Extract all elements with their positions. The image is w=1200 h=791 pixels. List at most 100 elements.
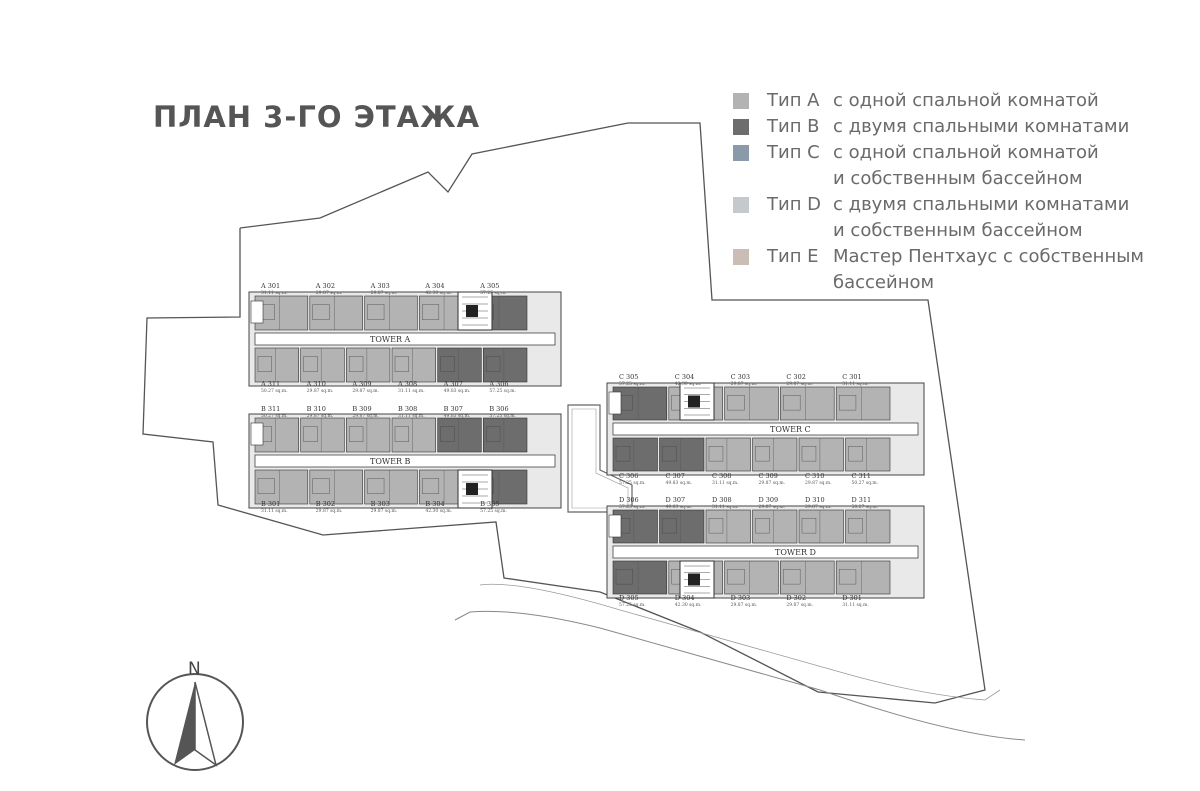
unit-area: 29.87 sq.m. <box>805 504 832 510</box>
unit-area: 42.30 sq.m. <box>425 508 452 514</box>
room <box>801 518 817 534</box>
room <box>848 518 863 534</box>
unit-block <box>612 560 668 595</box>
unit-area: 50.27 sq.m. <box>852 480 879 486</box>
unit-label: B 306 <box>489 405 508 413</box>
unit-block <box>845 509 891 544</box>
unit-label: B 304 <box>425 500 444 508</box>
room <box>839 569 857 585</box>
unit-label: C 307 <box>666 472 685 480</box>
unit-label: C 303 <box>731 373 750 381</box>
room <box>349 426 364 443</box>
tower-name: TOWER C <box>770 425 811 434</box>
unit-area: 31.11 sq.m. <box>712 504 739 510</box>
unit-label: A 307 <box>443 380 463 388</box>
unit-block <box>835 386 891 421</box>
unit-area: 31.11 sq.m. <box>261 290 288 296</box>
unit-block <box>309 469 363 505</box>
unit-block <box>391 417 436 453</box>
site-boundary <box>142 122 986 704</box>
unit-block <box>254 469 309 505</box>
unit-block <box>612 386 668 421</box>
unit-area: 31.11 sq.m. <box>842 381 869 387</box>
unit-label: C 301 <box>842 373 861 381</box>
unit-area: 29.87 sq.m. <box>371 290 398 296</box>
end-stair <box>250 422 264 446</box>
unit-area: 31.11 sq.m. <box>398 413 425 419</box>
unit-label: D 308 <box>712 496 732 504</box>
unit-label: C 305 <box>619 373 638 381</box>
room <box>783 395 801 411</box>
legend-desc: с одной спальной комнатой <box>833 90 1099 111</box>
unit-label: B 301 <box>261 500 280 508</box>
unit-area: 57.25 sq.m. <box>489 413 516 419</box>
unit-label: D 309 <box>759 496 779 504</box>
unit-label: A 309 <box>351 380 371 388</box>
unit-block <box>300 347 345 383</box>
unit-label: D 311 <box>852 496 872 504</box>
unit-area: 49.83 sq.m. <box>444 388 471 394</box>
unit-block <box>364 469 418 505</box>
unit-block <box>254 295 309 331</box>
unit-block <box>705 509 751 544</box>
unit-block <box>346 417 391 453</box>
unit-block <box>835 560 891 595</box>
room <box>349 356 364 373</box>
unit-label: A 311 <box>260 380 280 388</box>
room <box>303 356 318 373</box>
unit-block <box>752 509 798 544</box>
unit-block <box>309 295 363 331</box>
legend-item-e: Тип E Мастер Пентхаус с собственным басс… <box>733 244 1193 296</box>
pool-inner <box>571 408 629 509</box>
legend-desc: Мастер Пентхаус с собственным бассейном <box>833 246 1145 293</box>
legend-type: Тип E <box>767 246 819 267</box>
room <box>312 478 330 495</box>
unit-label: D 307 <box>666 496 686 504</box>
unit-area: 42.30 sq.m. <box>675 602 702 608</box>
unit-area: 57.25 sq.m. <box>489 388 516 394</box>
elevator-icon <box>688 573 700 586</box>
room <box>662 518 677 534</box>
legend-swatch-a <box>733 93 749 109</box>
room <box>615 446 631 462</box>
unit-area: 57.25 sq.m. <box>480 290 507 296</box>
unit-label: D 303 <box>731 594 751 602</box>
legend-item-c: Тип C с одной спальной комнатой и собств… <box>733 140 1193 192</box>
unit-label: C 309 <box>759 472 778 480</box>
unit-label: C 304 <box>675 373 694 381</box>
unit-label: C 311 <box>852 472 871 480</box>
unit-area: 29.87 sq.m. <box>786 602 813 608</box>
elevator-icon <box>466 305 478 317</box>
unit-label: A 304 <box>424 282 444 290</box>
legend-swatch-e <box>733 249 749 265</box>
unit-area: 50.27 sq.m. <box>261 413 288 419</box>
legend-swatch-d <box>733 197 749 213</box>
corridor <box>254 332 556 346</box>
unit-label: D 301 <box>842 594 862 602</box>
room <box>422 304 440 321</box>
unit-area: 29.87 sq.m. <box>786 381 813 387</box>
unit-label: A 302 <box>315 282 335 290</box>
unit-block <box>346 347 391 383</box>
room <box>394 426 409 443</box>
legend-item-b: Тип B с двумя спальными комнатами <box>733 114 1193 140</box>
legend-item-d: Тип D с двумя спальными комнатами и собс… <box>733 192 1193 244</box>
corridor <box>612 422 919 436</box>
end-stair <box>250 300 264 324</box>
unit-block <box>798 437 844 472</box>
unit-area: 42.30 sq.m. <box>425 290 452 296</box>
unit-label: D 304 <box>675 594 695 602</box>
unit-area: 29.87 sq.m. <box>731 381 758 387</box>
elevator-icon <box>688 395 700 408</box>
room <box>662 446 677 462</box>
unit-block <box>705 437 751 472</box>
unit-label: D 310 <box>805 496 825 504</box>
legend-swatch-b <box>733 119 749 135</box>
unit-block <box>798 509 844 544</box>
room <box>486 426 501 443</box>
corridor <box>612 545 919 559</box>
page-title: ПЛАН 3-ГО ЭТАЖА <box>153 100 481 134</box>
unit-label: B 305 <box>480 500 499 508</box>
